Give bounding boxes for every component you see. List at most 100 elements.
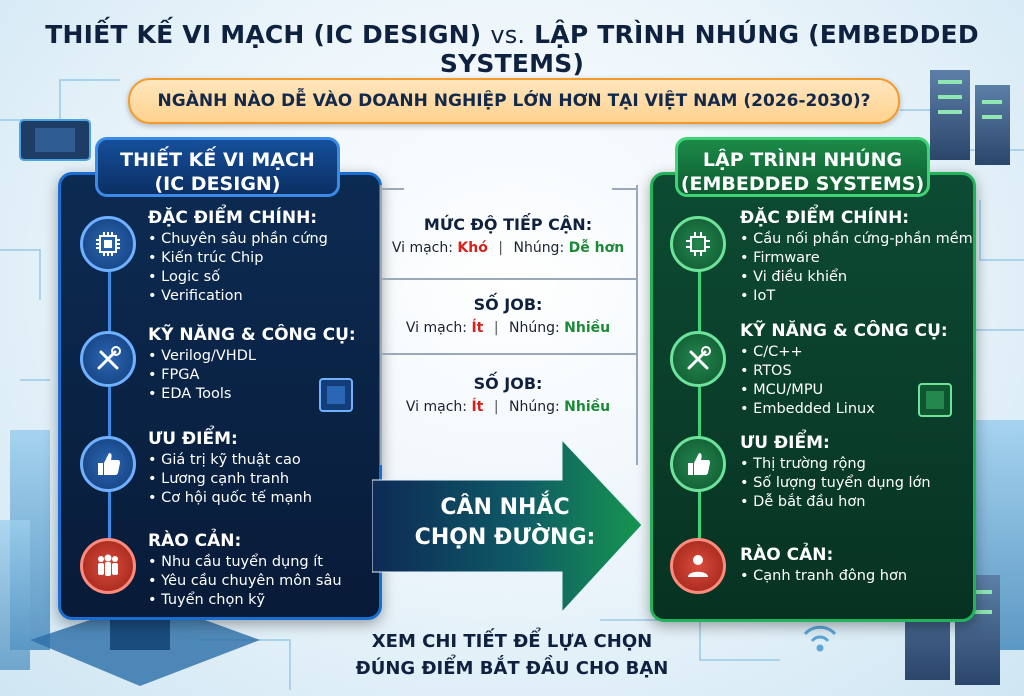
em-value: Nhiều — [564, 399, 611, 415]
divider-tick — [612, 188, 636, 190]
em-barriers-section: RÀO CẢN: Cạnh tranh đông hơn — [740, 545, 907, 586]
ic-pros-title: ƯU ĐIỂM: — [148, 429, 238, 449]
list-item: Thị trường rộng — [740, 455, 931, 474]
title-ic: THIẾT KẾ VI MẠCH (IC DESIGN) — [45, 20, 482, 49]
em-features-title: ĐẶC ĐIỂM CHÍNH: — [740, 208, 910, 228]
circuit-board-icon — [30, 600, 260, 686]
em-label: Nhúng: — [513, 240, 565, 256]
list-item: Cạnh tranh đông hơn — [740, 567, 907, 586]
ic-skills-title: KỸ NĂNG & CÔNG CỤ: — [148, 325, 356, 345]
ic-timeline — [108, 230, 111, 560]
ic-header-line2: (IC DESIGN) — [154, 173, 281, 195]
ic-label: Vi mạch: — [405, 320, 468, 336]
ic-features-title: ĐẶC ĐIỂM CHÍNH: — [148, 208, 318, 228]
ic-header-line1: THIẾT KẾ VI MẠCH — [120, 149, 315, 171]
list-item: Số lượng tuyển dụng lớn — [740, 474, 930, 493]
wifi-icon — [803, 625, 837, 652]
em-skills-title: KỸ NĂNG & CÔNG CỤ: — [740, 321, 948, 341]
chip-icon — [19, 119, 91, 161]
ic-pros-section: ƯU ĐIỂM: Giá trị kỹ thuật cao Lương cạnh… — [148, 429, 312, 508]
em-value: Dễ hơn — [568, 240, 625, 256]
list-item: Embedded Linux — [740, 400, 948, 419]
list-item: FPGA — [148, 366, 356, 385]
footer-line1: XEM CHI TIẾT ĐỂ LỰA CHỌN — [371, 631, 653, 652]
em-barriers-title: RÀO CẢN: — [740, 545, 834, 565]
ic-design-header: THIẾT KẾ VI MẠCH (IC DESIGN) — [95, 137, 340, 197]
value-separator: | — [498, 240, 504, 256]
list-item: Logic số — [148, 268, 328, 287]
em-skills-section: KỸ NĂNG & CÔNG CỤ: C/C++ RTOS MCU/MPU Em… — [740, 321, 948, 419]
embedded-systems-header: LẬP TRÌNH NHÚNG (EMBEDDED SYSTEMS) — [675, 137, 930, 197]
value-separator: | — [493, 399, 499, 415]
subtitle-text: NGÀNH NÀO DỄ VÀO DOANH NGHIỆP LỚN HƠN TẠ… — [157, 91, 871, 111]
ic-features-section: ĐẶC ĐIỂM CHÍNH: Chuyên sâu phần cứng Kiế… — [148, 208, 328, 306]
ic-value: Khó — [457, 240, 488, 256]
list-item: Verification — [148, 287, 328, 306]
list-item: Cơ hội quốc tế mạnh — [148, 489, 312, 508]
list-item: Nhu cầu tuyển dụng ít — [148, 553, 342, 572]
list-item: MCU/MPU — [740, 381, 948, 400]
footer-line2: ĐÚNG ĐIỂM BẮT ĐẦU CHO BẠN — [355, 658, 669, 679]
middle-separator — [380, 353, 636, 355]
right-divider — [636, 185, 638, 465]
list-item: Verilog/VHDL — [148, 347, 356, 366]
list-item: RTOS — [740, 362, 948, 381]
cpu-chip-icon — [80, 216, 136, 272]
title-embedded: LẬP TRÌNH NHÚNG (EMBEDDED SYSTEMS) — [439, 20, 979, 78]
comparison-values: Vi mạch: Khó | Nhúng: Dễ hơn — [383, 240, 633, 256]
middle-separator — [380, 278, 636, 280]
divider-tick — [380, 188, 404, 190]
list-item: Yêu cầu chuyên môn sâu — [148, 572, 341, 591]
ic-value: Ít — [471, 320, 484, 336]
list-item: IoT — [740, 287, 973, 306]
list-item: Cầu nối phần cứng-phần mềm — [740, 230, 973, 249]
list-item: Dễ bắt đầu hơn — [740, 493, 931, 512]
ic-barriers-title: RÀO CẢN: — [148, 531, 242, 551]
em-pros-title: ƯU ĐIỂM: — [740, 433, 830, 453]
microcontroller-icon — [670, 216, 726, 272]
ic-value: Ít — [471, 399, 484, 415]
arrow-line1: CÂN NHẮC — [440, 495, 570, 520]
em-pros-section: ƯU ĐIỂM: Thị trường rộng Số lượng tuyển … — [740, 433, 931, 512]
em-header-line2: (EMBEDDED SYSTEMS) — [680, 173, 925, 195]
server-rack-icon — [930, 70, 1010, 165]
people-barrier-icon — [80, 538, 136, 594]
em-label: Nhúng: — [509, 320, 560, 336]
footer-cta: XEM CHI TIẾT ĐỂ LỰA CHỌN ĐÚNG ĐIỂM BẮT Đ… — [300, 628, 724, 682]
list-item: C/C++ — [740, 343, 948, 362]
left-divider — [380, 185, 382, 465]
list-item: Giá trị kỹ thuật cao — [148, 451, 312, 470]
em-features-section: ĐẶC ĐIỂM CHÍNH: Cầu nối phần cứng-phần m… — [740, 208, 973, 306]
list-item: Firmware — [740, 249, 973, 268]
comparison-block: SỐ JOB: Vi mạch: Ít | Nhúng: Nhiều — [383, 374, 633, 415]
ic-label: Vi mạch: — [391, 240, 453, 256]
decision-arrow-icon — [372, 440, 643, 614]
comparison-title: MỨC ĐỘ TIẾP CẬN: — [423, 215, 593, 234]
comparison-values: Vi mạch: Ít | Nhúng: Nhiều — [383, 399, 633, 415]
arrow-line2: CHỌN ĐƯỜNG: — [414, 525, 596, 550]
list-item: Kiến trúc Chip — [148, 249, 328, 268]
page-title: THIẾT KẾ VI MẠCH (IC DESIGN) vs. LẬP TRÌ… — [0, 20, 1024, 78]
list-item: Lương cạnh tranh — [148, 470, 312, 489]
tools-wrench-icon — [670, 331, 726, 387]
comparison-values: Vi mạch: Ít | Nhúng: Nhiều — [383, 320, 633, 336]
ic-label: Vi mạch: — [405, 399, 468, 415]
comparison-title: SỐ JOB: — [473, 374, 543, 393]
thumbs-up-icon — [80, 436, 136, 492]
ic-skills-section: KỸ NĂNG & CÔNG CỤ: Verilog/VHDL FPGA EDA… — [148, 325, 356, 404]
em-value: Nhiều — [564, 320, 611, 336]
list-item: Vi điều khiển — [740, 268, 973, 287]
subtitle-banner: NGÀNH NÀO DỄ VÀO DOANH NGHIỆP LỚN HƠN TẠ… — [128, 78, 900, 124]
thumbs-up-icon — [670, 436, 726, 492]
comparison-block: SỐ JOB: Vi mạch: Ít | Nhúng: Nhiều — [383, 295, 633, 336]
list-item: EDA Tools — [148, 385, 356, 404]
comparison-title: SỐ JOB: — [473, 295, 543, 314]
tools-wrench-icon — [80, 331, 136, 387]
ic-barriers-section: RÀO CẢN: Nhu cầu tuyển dụng ít Yêu cầu c… — [148, 531, 342, 610]
em-label: Nhúng: — [509, 399, 560, 415]
arrow-caption: CÂN NHẮC CHỌN ĐƯỜNG: — [400, 493, 610, 553]
em-header-line1: LẬP TRÌNH NHÚNG — [702, 149, 903, 171]
embedded-timeline — [698, 230, 701, 555]
city-buildings-icon — [0, 430, 50, 670]
title-vs: vs. — [490, 21, 526, 49]
